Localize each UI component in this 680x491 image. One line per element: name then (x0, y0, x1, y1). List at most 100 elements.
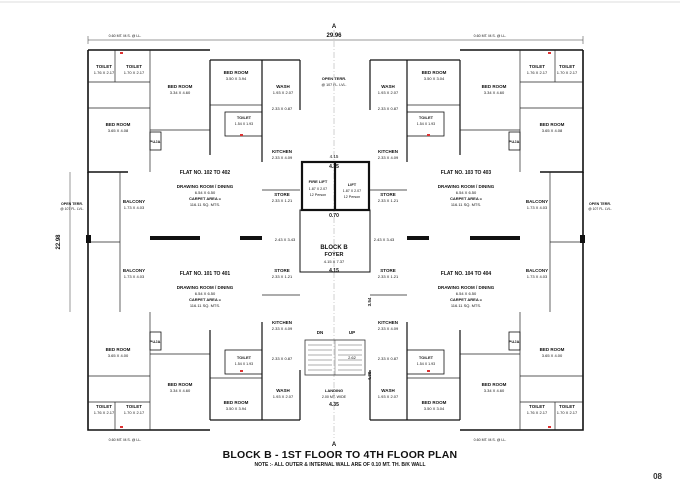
wash-size: 1.93 X 2.07 (273, 90, 294, 95)
carpet-area-value: 116.11 SQ. MTS. (451, 303, 481, 308)
lift-label: LIFT (348, 182, 357, 187)
wash-size: 1.93 X 2.07 (378, 394, 399, 399)
balcony-label: BALCONY (526, 199, 548, 204)
lobby-dimension: 4.15 (330, 154, 339, 159)
flat-number-label: FLAT NO. 104 TO 404 (441, 271, 492, 277)
toilet-label: TOILET (126, 404, 142, 409)
center-toilets (224, 111, 445, 375)
bed-room-size: 3.50 X 3.04 (424, 406, 445, 411)
lift-size: 1.87 X 2.07 (309, 187, 327, 191)
bed-room-label: BED ROOM (540, 347, 565, 352)
toilet-label: TOILET (96, 404, 112, 409)
bed-room-label: BED ROOM (224, 70, 249, 75)
balcony-label: BALCONY (123, 268, 145, 273)
overall-dimension-label: 29.96 (326, 33, 342, 39)
bed-room-size: 3.65 X 4.00 (542, 353, 563, 358)
fire-lift-label: FIRE LIFT (309, 179, 328, 184)
bed-room-size: 3.65 X 4.08 (542, 128, 563, 133)
bed-room-label: BED ROOM (168, 84, 193, 89)
bed-room-label: BED ROOM (482, 382, 507, 387)
bed-room-label: BED ROOM (422, 400, 447, 405)
store-size: 2.33 X 1.21 (378, 274, 399, 279)
heavy-wall-segments (86, 235, 585, 243)
store-size: 2.33 X 1.21 (378, 198, 399, 203)
balcony-size: 1.73 X 4.03 (527, 274, 548, 279)
store-label: STORE (274, 192, 289, 197)
open-terrace-label: OPEN TERR. (61, 202, 83, 206)
foyer-side-size: 2.43 X 3.43 (275, 237, 296, 242)
flat-number-label: FLAT NO. 103 TO 403 (441, 170, 492, 176)
drawing-room-size: 6.54 X 6.50 (195, 291, 216, 296)
store-label: STORE (380, 192, 395, 197)
lobby-dimension: 4.35 (329, 164, 339, 170)
bed-room-size: 3.34 X 4.60 (170, 388, 191, 393)
stair-down-label: DN (317, 330, 324, 335)
wash-size: 1.93 X 2.07 (273, 394, 294, 399)
open-terrace-label: OPEN TERR. (322, 76, 346, 81)
bed-room-label: BED ROOM (106, 347, 131, 352)
bed-room-size: 3.34 X 4.60 (484, 388, 505, 393)
toilet-size: 1.54 X 1.93 (235, 362, 253, 366)
toilet-size: 1.76 X 2.17 (527, 70, 548, 75)
drawing-room-label: DRAWING ROOM / DINING (438, 184, 495, 189)
lift-capacity: 12 Person (310, 193, 326, 197)
bed-room-label: BED ROOM (168, 382, 193, 387)
block-label: BLOCK B (320, 245, 348, 251)
carpet-area-label: CARPET AREA = (450, 196, 483, 201)
ms-level-note: 0.60 MT. M.S. @ LL. (474, 34, 507, 38)
flat-number-label: FLAT NO. 102 TO 402 (180, 170, 231, 176)
side-dimension-label: 22.98 (56, 234, 62, 250)
open-terrace-level: @ 107 FL. LVL. (60, 207, 84, 211)
ms-level-note: 0.60 MT. M.S. @ LL. (109, 34, 142, 38)
bed-room-size: 3.50 X 3.94 (226, 406, 247, 411)
drawing-room-size: 6.54 X 6.50 (456, 291, 477, 296)
toilet-label: TOILET (237, 115, 252, 120)
toilet-label: TOILET (237, 355, 252, 360)
toilet-label: TOILET (96, 64, 112, 69)
store-label: STORE (380, 268, 395, 273)
balcony-label: BALCONY (123, 199, 145, 204)
passage-size: 2.33 X 0.87 (272, 356, 293, 361)
door-markers (120, 52, 551, 428)
open-terrace-level: @ 107 FL. LVL. (588, 207, 612, 211)
carpet-area-label: CARPET AREA = (189, 196, 222, 201)
drawing-room-label: DRAWING ROOM / DINING (177, 285, 234, 290)
wash-size: 1.93 X 2.07 (378, 90, 399, 95)
wash-label: WASH (381, 84, 395, 89)
landing-label: LANDING (325, 388, 343, 393)
passage-size: 2.33 X 0.87 (272, 106, 293, 111)
landing-size: 2.00 MT. WIDE (322, 395, 347, 399)
kitchen-label: KITCHEN (272, 149, 292, 154)
drawing-room-size: 6.54 X 6.50 (456, 190, 477, 195)
toilet-size: 1.76 X 2.17 (94, 410, 115, 415)
drawing-room-label: DRAWING ROOM / DINING (438, 285, 495, 290)
kitchen-label: KITCHEN (272, 320, 292, 325)
toilet-size: 1.54 X 1.93 (417, 362, 435, 366)
toilet-label: TOILET (126, 64, 142, 69)
carpet-area-label: CARPET AREA = (450, 297, 483, 302)
carpet-area-label: CARPET AREA = (189, 297, 222, 302)
core-walls (209, 59, 461, 421)
foyer-side-size: 2.43 X 3.43 (374, 237, 395, 242)
toilet-size: 1.76 X 2.17 (527, 410, 548, 415)
bed-room-size: 3.34 X 4.60 (484, 90, 505, 95)
toilet-size: 1.70 X 2.17 (557, 70, 578, 75)
balcony-size: 1.73 X 4.03 (527, 205, 548, 210)
toilet-label: TOILET (529, 64, 545, 69)
bed-room-label: BED ROOM (224, 400, 249, 405)
wash-label: WASH (381, 388, 395, 393)
vertical-dimension: 3.54 (367, 297, 372, 306)
passage-size: 2.33 X 0.87 (378, 356, 399, 361)
bed-room-label: BED ROOM (540, 122, 565, 127)
puja-label: PUJA (509, 339, 520, 344)
stair-up-label: UP (349, 330, 355, 335)
staircase (304, 339, 366, 376)
lift-capacity: 12 Person (344, 195, 360, 199)
plan-note: NOTE :- ALL OUTER & INTERNAL WALL ARE OF… (254, 462, 426, 468)
overall-dimension (87, 36, 584, 44)
carpet-area-value: 116.11 SQ. MTS. (451, 202, 481, 207)
toilet-size: 1.70 X 2.17 (557, 410, 578, 415)
toilet-label: TOILET (419, 355, 434, 360)
kitchen-size: 2.33 X 4.09 (378, 155, 399, 160)
lobby-dimension: 0.70 (329, 213, 339, 219)
